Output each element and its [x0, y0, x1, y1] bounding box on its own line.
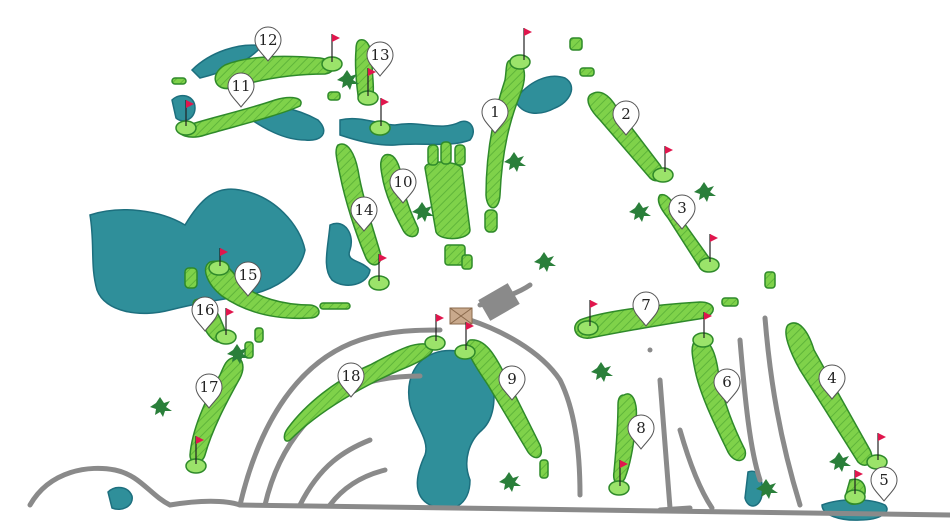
hole-pin-4[interactable]: 4 — [818, 364, 846, 400]
hole-number-label: 18 — [341, 367, 360, 385]
driving-range — [424, 161, 471, 240]
flag-icon — [185, 100, 194, 126]
palm-tree-icon — [337, 70, 359, 90]
hole-pin-9[interactable]: 9 — [498, 365, 526, 401]
hole-pin-10[interactable]: 10 — [389, 168, 417, 204]
pond-south-west — [107, 486, 133, 510]
palm-tree-icon — [756, 479, 778, 499]
palm-tree-icon — [694, 182, 716, 202]
clubhouse — [449, 283, 520, 325]
hole-pin-13[interactable]: 13 — [366, 41, 394, 77]
hole-number-label: 1 — [490, 103, 500, 121]
hole-pin-7[interactable]: 7 — [632, 291, 660, 327]
hole-number-label: 6 — [722, 373, 732, 391]
green-2 — [652, 167, 674, 183]
flag-icon — [523, 28, 532, 60]
palm-tree-icon — [829, 452, 851, 472]
green-10 — [369, 120, 391, 136]
fairway-hole-9 — [466, 339, 542, 459]
palm-tree-icon — [499, 472, 521, 492]
fairway-hole-17 — [189, 356, 244, 464]
flags — [185, 28, 886, 494]
flag-icon — [877, 433, 886, 460]
hole-number-label: 2 — [621, 105, 631, 123]
fairway-hole-18 — [283, 343, 434, 442]
green-9 — [454, 344, 476, 360]
hole-number-label: 16 — [195, 301, 214, 319]
hole-number-label: 17 — [199, 378, 218, 396]
flag-icon — [380, 98, 389, 126]
palm-tree-icon — [150, 397, 172, 417]
green-7 — [577, 320, 599, 336]
lake-west — [89, 188, 306, 315]
pond-hole-1 — [514, 75, 573, 114]
green-6 — [692, 332, 714, 348]
hole-number-pins: 1 2 3 4 5 6 7 8 — [191, 26, 898, 502]
fairway-hole-11 — [178, 96, 302, 138]
hole-pin-3[interactable]: 3 — [668, 194, 696, 230]
hole-number-label: 4 — [827, 369, 837, 387]
palm-tree-icon — [591, 362, 613, 382]
flag-icon — [465, 322, 474, 350]
flag-icon — [619, 460, 628, 486]
flag-icon — [664, 146, 673, 172]
flag-icon — [331, 34, 340, 62]
hole-number-label: 14 — [354, 201, 373, 219]
flag-icon — [589, 300, 598, 326]
flag-icon — [225, 308, 234, 335]
green-8 — [608, 480, 630, 496]
hole-number-label: 12 — [258, 31, 277, 49]
palm-tree-icon — [227, 344, 249, 364]
green-1 — [509, 54, 531, 70]
hole-pin-8[interactable]: 8 — [627, 414, 655, 450]
hole-number-label: 15 — [238, 266, 257, 284]
palm-tree-icon — [629, 202, 651, 222]
hole-number-label: 8 — [636, 419, 646, 437]
hole-number-label: 3 — [677, 199, 687, 217]
cart-paths — [27, 282, 950, 518]
hole-pin-5[interactable]: 5 — [870, 466, 898, 502]
channel-north — [339, 117, 474, 146]
hole-pin-15[interactable]: 15 — [234, 261, 262, 297]
hole-number-label: 10 — [393, 173, 412, 191]
palm-tree-icon — [412, 202, 434, 222]
fairway-hole-1 — [485, 59, 526, 209]
hole-pin-12[interactable]: 12 — [254, 26, 282, 62]
flag-icon — [703, 312, 712, 338]
hole-number-label: 7 — [641, 296, 651, 314]
hole-pin-17[interactable]: 17 — [195, 373, 223, 409]
flag-icon — [195, 436, 204, 464]
green-18 — [424, 335, 446, 351]
hole-pin-6[interactable]: 6 — [713, 368, 741, 404]
palm-tree-icon — [504, 152, 526, 172]
hole-pin-1[interactable]: 1 — [481, 98, 509, 134]
green-3 — [698, 257, 720, 273]
pond-14 — [325, 222, 371, 286]
pond-near-11-west — [171, 94, 196, 122]
hole-number-label: 5 — [879, 471, 889, 489]
trees — [150, 70, 851, 499]
hole-pin-14[interactable]: 14 — [350, 196, 378, 232]
flag-icon — [219, 248, 228, 266]
flag-icon — [435, 314, 444, 341]
hole-pin-18[interactable]: 18 — [337, 362, 365, 398]
hole-number-label: 11 — [231, 77, 250, 95]
hole-number-label: 13 — [370, 46, 389, 64]
hole-pin-16[interactable]: 16 — [191, 296, 219, 332]
flag-icon — [378, 254, 387, 281]
flag-icon — [709, 234, 718, 262]
flag-icon — [367, 68, 376, 96]
fairway-hole-6 — [691, 338, 747, 462]
hole-number-label: 9 — [507, 370, 517, 388]
green-15 — [208, 260, 230, 276]
hole-pin-2[interactable]: 2 — [612, 100, 640, 136]
palm-tree-icon — [534, 252, 556, 272]
flag-icon — [854, 470, 863, 494]
hole-pin-11[interactable]: 11 — [227, 72, 255, 108]
